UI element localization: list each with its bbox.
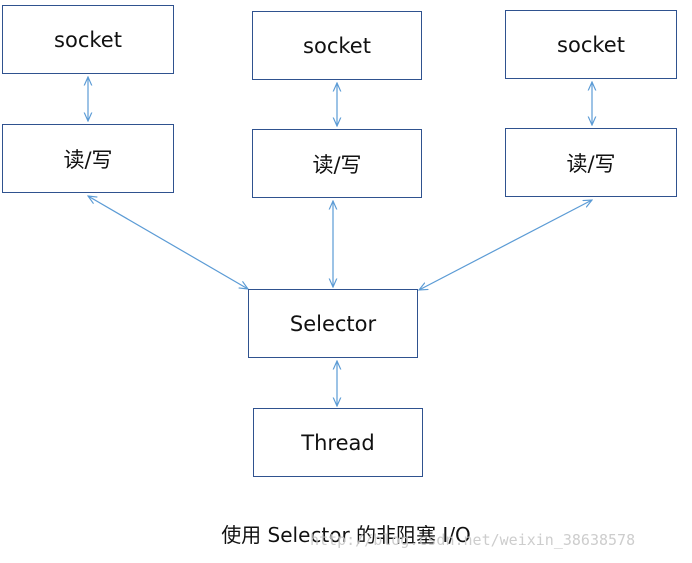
socket-label: socket bbox=[54, 27, 122, 52]
read-write-label: 读/写 bbox=[312, 152, 362, 177]
diagram-caption: 使用 Selector 的非阻塞 I/O bbox=[221, 523, 471, 547]
socket-box-2: socket bbox=[252, 11, 422, 80]
read-write-label: 读/写 bbox=[63, 147, 113, 172]
socket-box-1: socket bbox=[2, 5, 174, 74]
read-write-box-3: 读/写 bbox=[505, 128, 677, 197]
read-write-label: 读/写 bbox=[566, 151, 616, 176]
watermark-text: http://blog.csdn.net/weixin_38638578 bbox=[310, 531, 636, 549]
thread-label: Thread bbox=[301, 430, 375, 455]
arrow-rw3-selector bbox=[419, 200, 592, 290]
arrow-rw1-selector bbox=[88, 196, 248, 289]
socket-label: socket bbox=[557, 32, 625, 57]
read-write-box-1: 读/写 bbox=[2, 124, 174, 193]
selector-box: Selector bbox=[248, 289, 418, 358]
selector-label: Selector bbox=[289, 311, 377, 336]
socket-box-3: socket bbox=[505, 10, 677, 79]
read-write-box-2: 读/写 bbox=[252, 129, 422, 198]
socket-label: socket bbox=[303, 33, 371, 58]
thread-box: Thread bbox=[253, 408, 423, 477]
